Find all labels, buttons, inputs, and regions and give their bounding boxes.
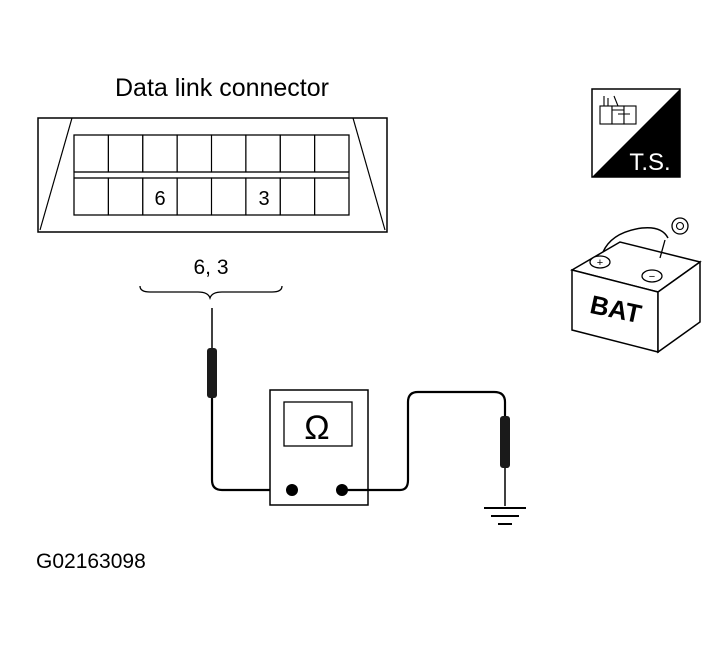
connector-pin-cells <box>73 134 350 216</box>
pin-3-label: 3 <box>258 188 269 210</box>
connector-pin-cell <box>314 134 350 173</box>
ohmmeter: Ω <box>269 389 369 506</box>
left-probe-handle <box>207 348 217 398</box>
ohmmeter-terminal-left <box>286 484 298 496</box>
ground-icon <box>484 507 526 525</box>
right-probe <box>342 390 510 506</box>
pin-6-label: 6 <box>154 188 165 210</box>
right-probe-handle <box>500 416 510 468</box>
battery-icon: + − BAT <box>570 217 702 354</box>
connector-keying-edges <box>39 117 386 231</box>
battery-minus-sign: − <box>649 271 655 283</box>
battery-terminal-negative <box>641 269 663 283</box>
ts-label: T.S. <box>629 149 670 176</box>
right-probe-lead <box>342 390 507 492</box>
data-link-connector: 3 6 <box>37 117 388 233</box>
battery-disconnect-arrow <box>659 239 666 259</box>
connector-pin-cell <box>314 177 350 216</box>
ohm-symbol: Ω <box>304 409 329 447</box>
figure-id: G02163098 <box>36 550 146 573</box>
connector-title: Data link connector <box>115 74 329 102</box>
battery-side <box>657 260 701 354</box>
left-probe-lead <box>210 398 292 492</box>
battery-cable <box>602 226 669 253</box>
ts-connector-icon <box>599 95 637 125</box>
battery-terminal-positive <box>589 255 611 269</box>
ts-icon: T.S. <box>591 88 681 178</box>
left-probe <box>207 308 292 492</box>
ts-icon-triangle <box>592 89 680 177</box>
ohmmeter-display <box>283 401 353 447</box>
battery-plus-sign: + <box>597 257 603 269</box>
probe-pins-label: 6, 3 <box>193 256 228 279</box>
pin-brace <box>139 285 283 301</box>
